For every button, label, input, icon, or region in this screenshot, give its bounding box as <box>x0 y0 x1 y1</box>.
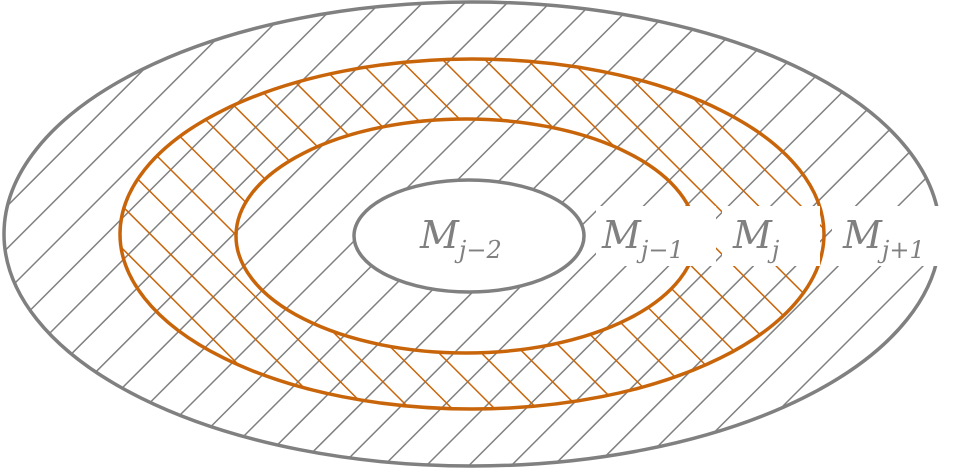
label-m-j-minus-2: Mj−2 <box>419 213 502 264</box>
label-m-j-minus-1: Mj−1 <box>601 213 684 264</box>
ring-m-j-cross-hatch <box>120 59 824 409</box>
label-m-j: Mj <box>732 213 780 264</box>
label-box-m-j <box>722 206 820 266</box>
set-m-j-minus-2-outline <box>352 178 586 294</box>
label-box-m-j-minus-1 <box>596 206 716 266</box>
label-m-j-plus-1: Mj+1 <box>842 213 925 264</box>
set-m-j-outline <box>118 57 826 411</box>
set-m-j-minus-2-fill <box>354 180 584 292</box>
label-box-m-j-plus-1 <box>832 206 952 266</box>
